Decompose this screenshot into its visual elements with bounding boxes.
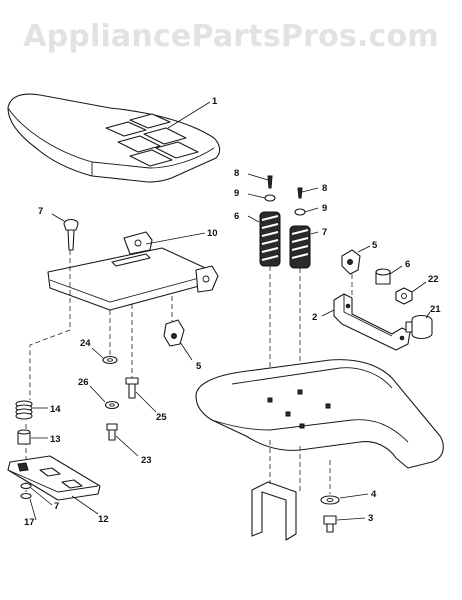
spring-part-7-left: [259, 211, 281, 267]
callout-10: 10: [207, 228, 218, 239]
fender-part: [195, 359, 444, 469]
callout-24: 24: [80, 338, 91, 349]
bolt-part-23: [106, 423, 118, 441]
seat-pan-part: [47, 231, 219, 311]
bolt-part-3: [323, 515, 337, 533]
washer-part-24: [102, 355, 118, 365]
callout-12: 12: [98, 514, 109, 525]
callout-16: 14: [50, 404, 61, 415]
callout-7-left: 6: [234, 211, 239, 222]
bolt-part-25: [125, 377, 139, 399]
leader-2: [321, 309, 335, 317]
leader-7-right: [310, 231, 319, 235]
leader-25: [135, 391, 157, 413]
washer-part-9-right: [294, 208, 306, 216]
leader-13: [30, 487, 53, 506]
callout-6: 6: [405, 259, 410, 270]
washer-part-4: [320, 495, 340, 505]
guide-line: [29, 250, 71, 400]
callout-23: 23: [141, 455, 152, 466]
spring-part-16: [15, 400, 33, 420]
washer-part-17: [20, 492, 32, 500]
leader-22: [411, 281, 427, 293]
leader-17: [29, 498, 37, 521]
callout-2: 2: [312, 312, 317, 323]
leader-9-left: [247, 193, 266, 199]
callout-14: 7: [38, 206, 43, 217]
callout-13: 7: [54, 501, 59, 512]
bolt-part-21: [405, 314, 433, 340]
leader-10: [145, 232, 206, 245]
nut-part-22: [395, 287, 413, 305]
leader-14: [51, 213, 65, 222]
leader-8-right: [301, 187, 319, 193]
callout-4: 4: [371, 489, 377, 500]
leader-8-left: [247, 173, 269, 181]
callout-9-left: 9: [234, 188, 239, 199]
callout-5-left: 5: [196, 361, 202, 372]
callout-22: 22: [428, 274, 439, 285]
leader-9-right: [304, 207, 319, 213]
callout-7-right: 7: [322, 227, 327, 238]
spring-part-7-right: [289, 225, 311, 269]
leader-1: [167, 101, 211, 129]
callout-17: 17: [24, 517, 35, 528]
washer-part-9-left: [264, 194, 276, 202]
callout-5-right: 5: [372, 240, 378, 251]
callout-3: 3: [368, 513, 373, 524]
support-part: [251, 440, 301, 541]
leader-26: [89, 385, 106, 403]
leader-12: [71, 495, 99, 515]
callout-9-right: 9: [322, 203, 327, 214]
callout-1: 1: [212, 96, 218, 107]
seat-part: [7, 93, 221, 183]
leader-5-right: [357, 245, 371, 253]
callout-25: 25: [156, 412, 167, 423]
pin-part-8-right: [297, 187, 303, 199]
washer-part-13: [20, 482, 32, 490]
callout-15: 13: [50, 434, 61, 445]
callout-26: 26: [78, 377, 89, 388]
leader-3: [336, 517, 366, 521]
callout-8-left: 8: [234, 168, 239, 179]
bushing-part-6: [375, 268, 391, 285]
bracket-part-2: [333, 293, 411, 351]
pin-part-8-left: [267, 175, 273, 189]
latch-part-right: [341, 249, 361, 275]
leader-23: [115, 435, 139, 457]
leader-7-left: [247, 215, 260, 223]
adjuster-plate-part: [7, 455, 101, 501]
callout-8-right: 8: [322, 183, 327, 194]
leader-6: [389, 265, 403, 275]
washer-part-26: [104, 400, 120, 410]
bushing-part-15: [17, 429, 31, 445]
knob-part: [63, 218, 79, 251]
leader-24: [91, 347, 104, 359]
leader-21: [425, 311, 431, 319]
callout-21: 21: [430, 304, 441, 315]
watermark-text: AppliancePartsPros.com: [23, 19, 439, 54]
latch-part-left: [163, 319, 185, 347]
leader-5-left: [179, 341, 193, 361]
leader-4: [339, 493, 369, 499]
